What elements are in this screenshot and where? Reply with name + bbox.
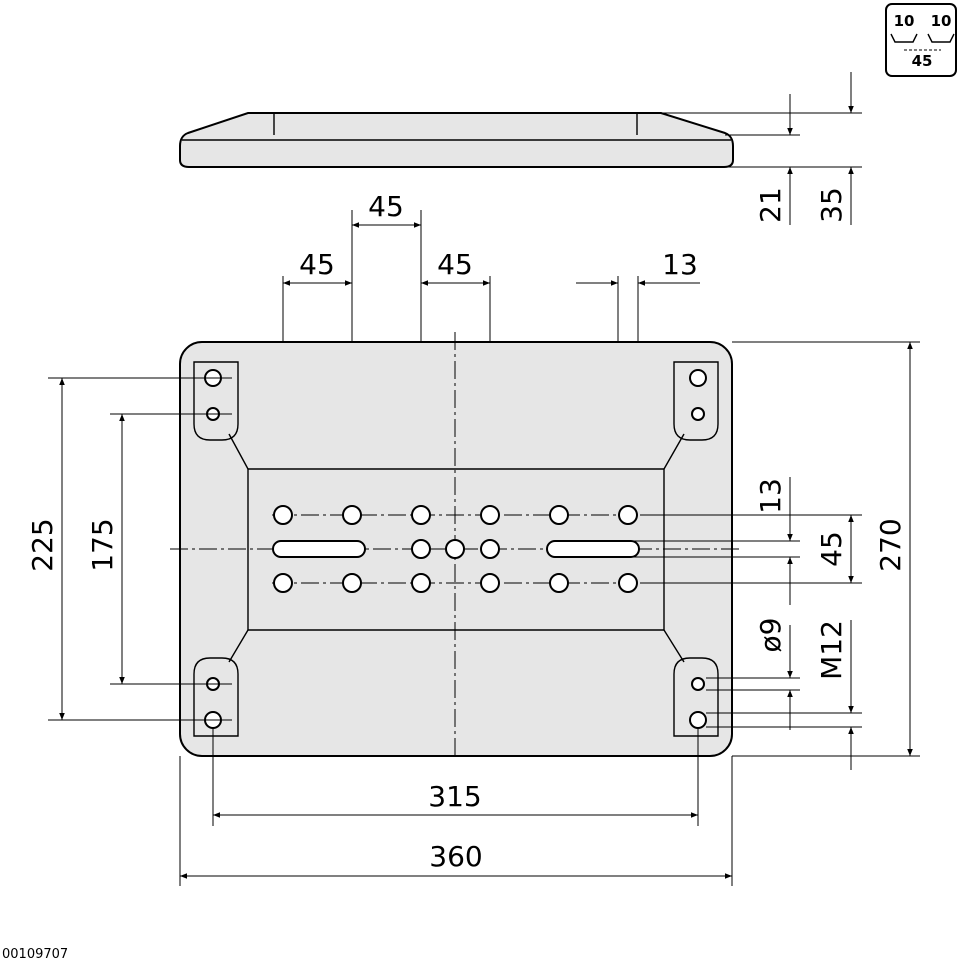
dim-35: 35 (815, 187, 848, 223)
corner-pad-bottom-right (673, 657, 719, 737)
corner-hole-m12 (689, 369, 707, 387)
drawing-reference-number: 00109707 (2, 947, 68, 962)
dim-315: 315 (428, 780, 481, 813)
dim-360: 360 (429, 840, 482, 873)
left-dimensions: 225 175 (26, 377, 232, 721)
slot-left (272, 540, 366, 558)
badge-right-value: 10 (931, 12, 952, 30)
dim-175: 175 (86, 518, 119, 571)
corner-hole-9 (691, 677, 705, 691)
dim-45-left: 45 (299, 248, 335, 281)
right-dimensions: 13 45 270 ø9 M12 (628, 341, 920, 770)
hole-grid (273, 505, 638, 593)
badge-bottom-value: 45 (912, 52, 933, 70)
bottom-dimensions: 315 360 (179, 728, 733, 886)
slot-right (546, 540, 640, 558)
dim-45-mid: 45 (437, 248, 473, 281)
dim-dia-9: ø9 (754, 618, 787, 653)
dim-13-slot: 13 (662, 248, 698, 281)
corner-hole-m12 (689, 711, 707, 729)
side-view: 21 35 (179, 72, 862, 225)
center-hole (445, 539, 465, 559)
spacing-badge: 10 10 45 (885, 3, 957, 77)
corner-hole-9 (691, 407, 705, 421)
corner-pad-top-left (193, 361, 239, 441)
plate-top-view (170, 332, 742, 758)
dim-m12: M12 (815, 620, 848, 680)
corner-pad-top-right (673, 361, 719, 441)
dim-270: 270 (874, 518, 907, 571)
dim-45-top: 45 (368, 190, 404, 223)
badge-right-bracket (927, 33, 955, 43)
dim-13-right: 13 (754, 478, 787, 514)
dim-21: 21 (754, 187, 787, 223)
dim-45-right: 45 (815, 531, 848, 567)
corner-pad-bottom-left (193, 657, 239, 737)
dim-225: 225 (26, 518, 59, 571)
badge-left-bracket (890, 33, 918, 43)
badge-left-value: 10 (894, 12, 915, 30)
